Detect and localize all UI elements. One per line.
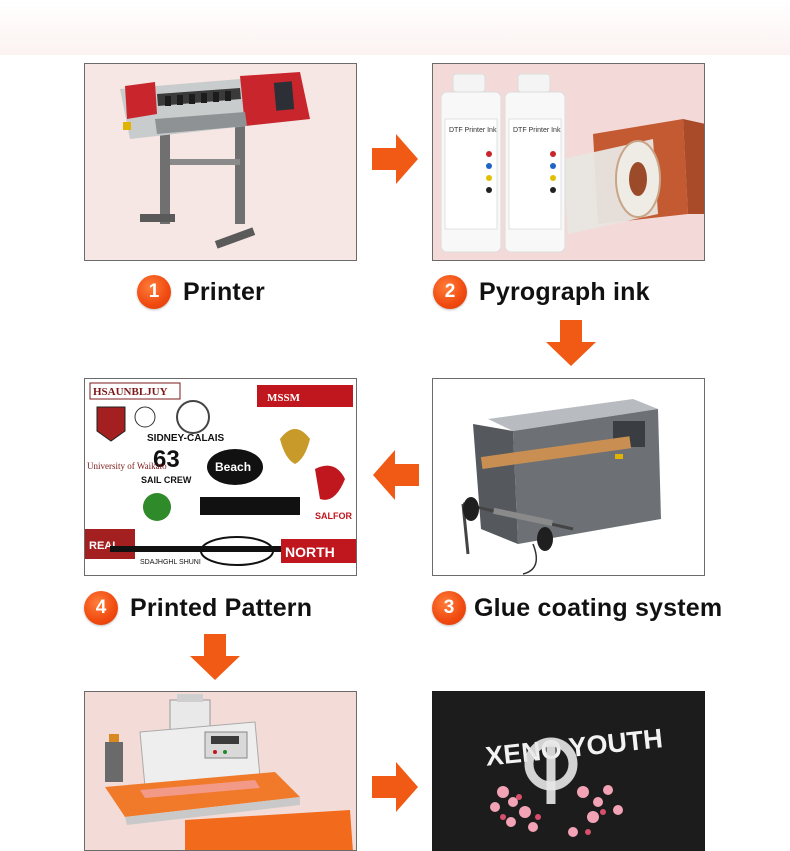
step-label: Printer <box>183 277 265 306</box>
step-number-badge: 3 <box>432 591 466 625</box>
arrow-right-icon <box>372 134 418 184</box>
pattern-text-4: 63 <box>153 446 180 473</box>
pattern-text-5: SAIL CREW <box>141 475 192 485</box>
step-pyrograph-ink: 2 Pyrograph ink <box>433 275 650 309</box>
pyrograph-ink-image: DTF Printer Ink DTF Printer Ink <box>432 63 705 261</box>
pattern-text-6: University of Waikato <box>87 461 167 471</box>
step-number-badge: 2 <box>433 275 467 309</box>
pattern-text-10: SALFOR <box>315 511 352 521</box>
step-label: Glue coating system <box>474 593 723 622</box>
printed-pattern-image: HSAUNBLJUY MSSM SIDNEY-CALAIS 63 SAIL CR… <box>84 378 357 576</box>
heat-press-image <box>84 691 357 851</box>
arrow-down-icon <box>190 634 240 680</box>
arrow-right-icon <box>372 762 418 812</box>
pattern-text-7: Beach <box>215 460 251 474</box>
step-printed-pattern: 4 Printed Pattern <box>84 591 312 625</box>
step-number-badge: 1 <box>137 275 171 309</box>
printer-image <box>84 63 357 261</box>
arrow-left-icon <box>373 450 419 500</box>
step-label: Printed Pattern <box>130 593 313 622</box>
glue-coating-system-image <box>432 378 705 576</box>
pattern-text-3: SIDNEY-CALAIS <box>147 433 225 444</box>
top-band <box>0 0 790 55</box>
finished-tshirt-image: XENO YOUTH <box>432 691 705 851</box>
pattern-text-11: SDAJHGHL SHUNI <box>140 559 201 566</box>
ink-bottle-label-2: DTF Printer Ink <box>513 127 561 134</box>
pattern-text-1: HSAUNBLJUY <box>93 386 168 398</box>
step-number-badge: 4 <box>84 591 118 625</box>
pattern-text-2: MSSM <box>267 392 301 404</box>
arrow-down-icon <box>546 320 596 366</box>
ink-bottle-label-1: DTF Printer Ink <box>449 127 497 134</box>
pattern-text-9: NORTH <box>285 544 335 560</box>
step-glue-coating-system: 3 Glue coating system <box>432 591 722 625</box>
step-label: Pyrograph ink <box>479 277 650 306</box>
step-printer: 1 Printer <box>137 275 265 309</box>
